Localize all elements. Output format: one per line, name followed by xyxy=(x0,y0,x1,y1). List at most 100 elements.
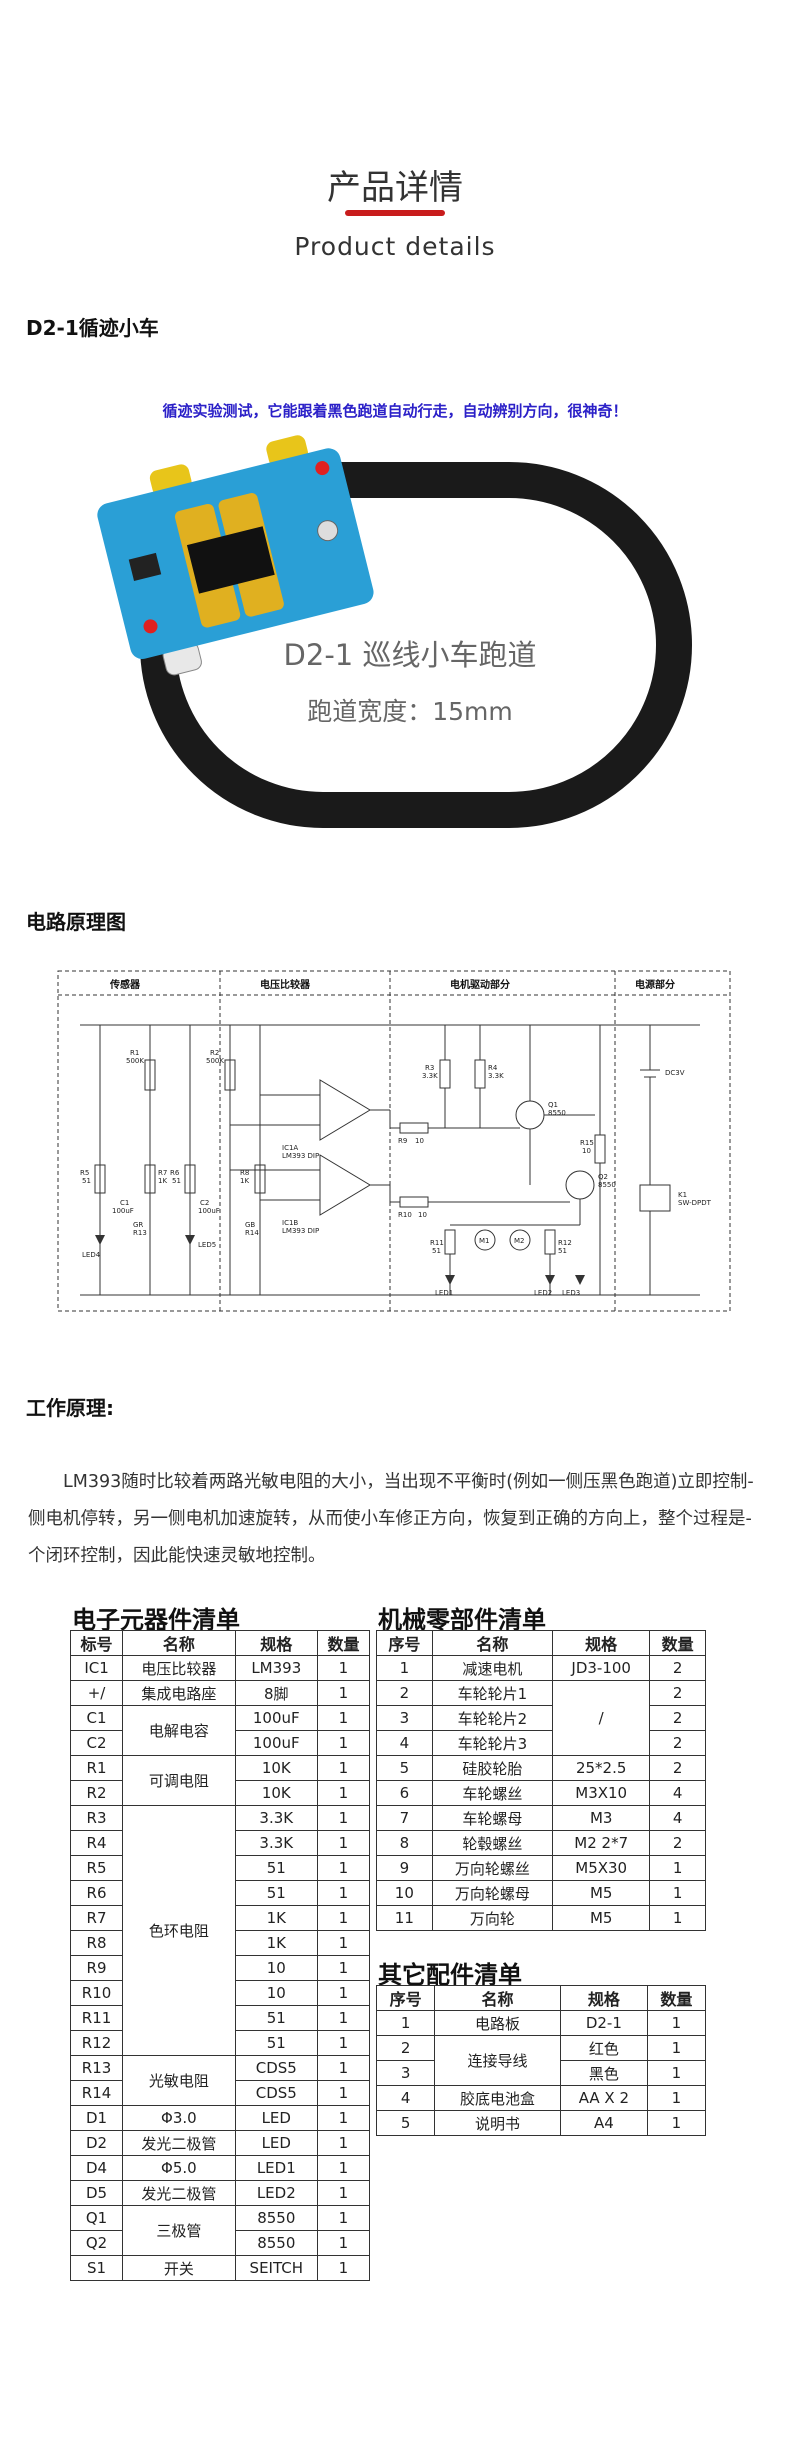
led-icon xyxy=(143,619,158,634)
label-r14: R14 xyxy=(245,1229,259,1237)
table-cell: 车轮轮片3 xyxy=(431,1730,554,1756)
table-cell: Q1 xyxy=(69,2205,124,2231)
table-cell: 10K xyxy=(234,1755,318,1781)
block-comparator: 电压比较器 xyxy=(260,978,311,991)
title-underline xyxy=(345,210,445,216)
table-cell: 2 xyxy=(649,1755,706,1781)
table-cell: 三极管 xyxy=(122,2205,236,2256)
potentiometer-icon xyxy=(317,520,339,542)
table-cell: M3X10 xyxy=(552,1780,651,1806)
table-cell: 1 xyxy=(316,1830,371,1856)
table-cell: 51 xyxy=(234,1855,318,1881)
table-cell: D5 xyxy=(69,2180,124,2206)
table-cell: 8550 xyxy=(234,2205,318,2231)
table-cell: 1 xyxy=(316,1680,371,1706)
table-cell: 11 xyxy=(376,1905,433,1931)
table-cell: 万向轮螺丝 xyxy=(431,1855,554,1881)
table-cell: LM393 xyxy=(234,1655,318,1681)
label-q2: Q2 xyxy=(598,1173,608,1181)
table-cell: 黑色 xyxy=(559,2060,648,2086)
table-cell: LED xyxy=(234,2105,318,2131)
table-cell: 51 xyxy=(234,2005,318,2031)
table-cell: 9 xyxy=(376,1855,433,1881)
label-gr: GR xyxy=(133,1221,143,1229)
label-q2v: 8550 xyxy=(598,1181,616,1189)
table-cell: 4 xyxy=(649,1780,706,1806)
table-cell: +/ xyxy=(69,1680,124,1706)
page-subtitle: Product details xyxy=(294,232,496,261)
label-r9v: 10 xyxy=(415,1137,424,1145)
label-r5v: 51 xyxy=(82,1177,91,1185)
electronic-parts-title: 电子元器件清单 xyxy=(72,1606,240,1634)
table-cell: R10 xyxy=(69,1980,124,2006)
track-title: D2-1 巡线小车跑道 xyxy=(284,638,537,672)
table-cell: 1 xyxy=(316,2230,371,2256)
label-r2v: 500K xyxy=(206,1057,224,1065)
table-cell: 万向轮 xyxy=(431,1905,554,1931)
table-cell: 100uF xyxy=(234,1705,318,1731)
table-cell: A4 xyxy=(559,2110,648,2136)
table-cell: 2 xyxy=(649,1680,706,1706)
table-cell: 1 xyxy=(316,2255,371,2281)
label-r12v: 51 xyxy=(558,1247,567,1255)
label-r7v: 1K xyxy=(158,1177,167,1185)
table-cell: CDS5 xyxy=(234,2080,318,2106)
table-cell: 1 xyxy=(316,2080,371,2106)
label-dc: DC3V xyxy=(665,1069,685,1077)
table-cell: 连接导线 xyxy=(434,2035,561,2086)
table-cell: 10 xyxy=(234,1980,318,2006)
table-cell: AA X 2 xyxy=(559,2085,648,2111)
label-r10: R10 xyxy=(398,1211,412,1219)
table-cell: 4 xyxy=(375,2085,436,2111)
table-cell: 1K xyxy=(234,1930,318,1956)
block-motor-driver: 电机驱动部分 xyxy=(450,978,510,991)
table-header-row: 标号名称规格数量 xyxy=(69,1630,371,1656)
mechanical-parts-title: 机械零部件清单 xyxy=(378,1606,546,1634)
table-cell: 1 xyxy=(646,2060,707,2086)
table-cell: 1 xyxy=(316,1705,371,1731)
table-cell: 8 xyxy=(376,1830,433,1856)
table-cell: 1K xyxy=(234,1905,318,1931)
table-cell: 2 xyxy=(649,1730,706,1756)
label-r8: R8 xyxy=(240,1169,249,1177)
table-cell: R5 xyxy=(69,1855,124,1881)
table-cell: 51 xyxy=(234,2030,318,2056)
table-cell: 25*2.5 xyxy=(552,1755,651,1781)
led-icon xyxy=(315,461,330,476)
table-cell: 4 xyxy=(376,1730,433,1756)
table-cell: 1 xyxy=(316,2030,371,2056)
table-cell: 1 xyxy=(316,1855,371,1881)
table-cell: R12 xyxy=(69,2030,124,2056)
label-c2: C2 xyxy=(200,1199,209,1207)
label-r8v: 1K xyxy=(240,1177,249,1185)
track-width: 跑道宽度：15mm xyxy=(307,697,513,726)
table-cell: 3.3K xyxy=(234,1830,318,1856)
block-power: 电源部分 xyxy=(635,978,675,991)
table-cell: Q2 xyxy=(69,2230,124,2256)
label-r13: R13 xyxy=(133,1229,147,1237)
label-r1v: 500K xyxy=(126,1057,144,1065)
table-cell: 色环电阻 xyxy=(122,1805,236,2056)
section-title-car: D2-1循迹小车 xyxy=(26,316,159,340)
table-cell: 1 xyxy=(316,2155,371,2181)
label-ic1a: IC1A xyxy=(282,1144,298,1152)
table-cell: 电压比较器 xyxy=(122,1655,236,1681)
table-cell: Φ3.0 xyxy=(122,2105,236,2131)
table-cell: 2 xyxy=(649,1830,706,1856)
